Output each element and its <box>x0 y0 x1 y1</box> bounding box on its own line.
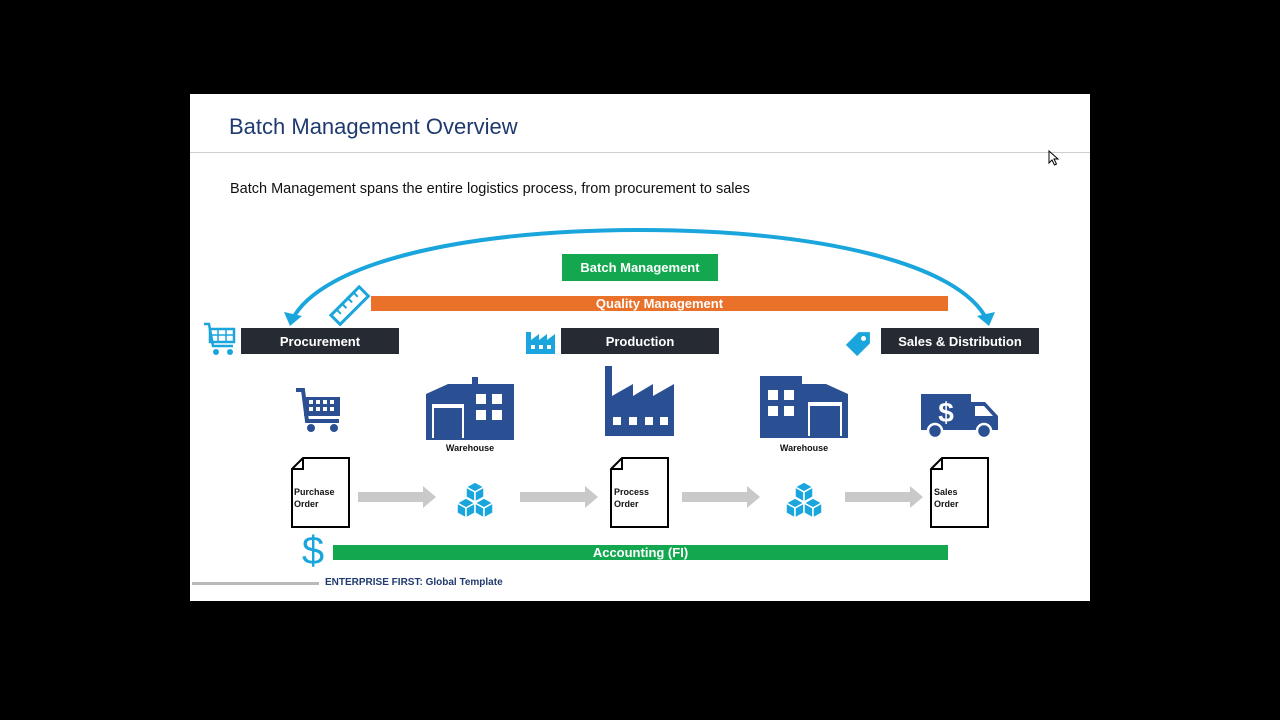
warehouse-left-label: Warehouse <box>445 443 495 453</box>
stage-sales-distribution: Sales & Distribution <box>881 328 1039 354</box>
boxes-icon <box>784 481 824 520</box>
boxes-icon <box>455 481 495 520</box>
stage-procurement: Procurement <box>241 328 399 354</box>
process-order-label: Process Order <box>614 487 650 509</box>
footer-divider <box>192 582 319 585</box>
price-tag-icon <box>845 332 870 357</box>
factory-icon <box>605 366 674 436</box>
delivery-truck-icon: $ <box>921 394 998 440</box>
warehouse-icon <box>760 376 848 438</box>
flow-arrow <box>520 486 598 508</box>
dollar-icon: $ <box>302 529 324 573</box>
sales-order-label: Sales Order <box>934 487 959 509</box>
shopping-cart-icon <box>296 388 340 432</box>
ruler-icon <box>328 284 371 327</box>
arrowhead-right-icon <box>977 312 995 326</box>
batch-management-bar: Batch Management <box>562 254 718 281</box>
lifecycle-arrow <box>290 228 641 321</box>
title-divider <box>190 152 1090 153</box>
warehouse-icon <box>426 377 514 440</box>
footer: ENTERPRISE FIRST: Global Template <box>325 577 503 588</box>
flow-arrow <box>845 486 923 508</box>
mouse-cursor-icon <box>1048 150 1060 166</box>
flow-arrow <box>682 486 760 508</box>
logistics-diagram: $ <box>204 228 998 573</box>
slide: Batch Management Overview Batch Manageme… <box>190 94 1090 601</box>
slide-subtitle: Batch Management spans the entire logist… <box>230 181 750 197</box>
lifecycle-arrow-right <box>639 228 989 321</box>
stage-production: Production <box>561 328 719 354</box>
document-icon <box>930 457 989 528</box>
warehouse-right-label: Warehouse <box>779 443 829 453</box>
flow-arrow <box>358 486 436 508</box>
arrowhead-left-icon <box>284 312 302 326</box>
document-icon <box>610 457 669 528</box>
accounting-bar: Accounting (FI) <box>333 545 948 560</box>
quality-management-bar: Quality Management <box>371 296 948 311</box>
shopping-cart-icon <box>204 322 236 355</box>
purchase-order-label: Purchase Order <box>294 487 335 509</box>
svg-text:$: $ <box>938 397 954 428</box>
factory-icon <box>526 332 555 354</box>
document-icon <box>291 457 350 528</box>
footer-text: Global Template <box>422 577 503 588</box>
page-title: Batch Management Overview <box>229 114 518 139</box>
footer-brand: ENTERPRISE FIRST: <box>325 577 423 588</box>
